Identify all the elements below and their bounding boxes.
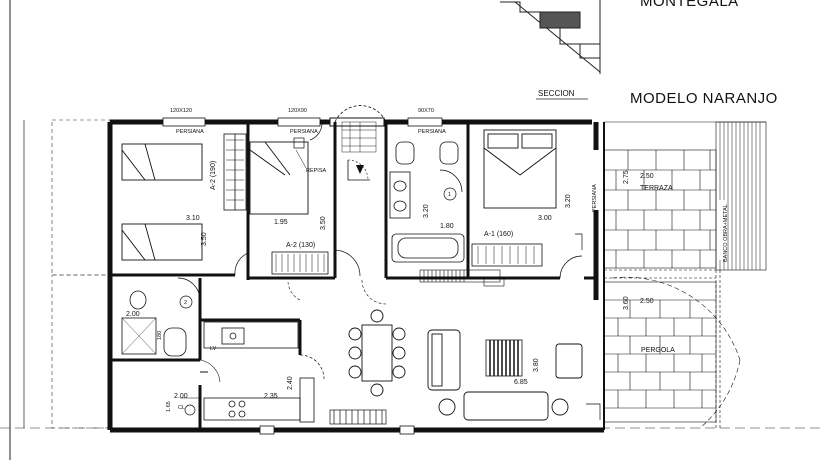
persiana-label-d: PERSIANA (592, 184, 598, 212)
bath-2-height: 180 (157, 331, 163, 340)
dining-table (348, 309, 406, 397)
bed-a2-width: 3.10 (186, 215, 200, 222)
bed-a1-width: 3.00 (538, 215, 552, 222)
repisa-label: REPISA (306, 168, 327, 174)
pergola-height: 3.60 (623, 296, 630, 310)
tv-bench (329, 409, 387, 425)
bench-label: BANCO OBRA+METAL (723, 204, 729, 262)
bed-a1-label: A-1 (160) (484, 231, 513, 238)
bed-a2-130 (249, 141, 309, 215)
bath-2-num: 2 (184, 300, 187, 306)
window-label-c: 90X70 (418, 108, 434, 114)
wardrobe-small (271, 251, 329, 275)
heater-unit (419, 269, 505, 287)
terrace-label: TERRAZA (640, 185, 673, 192)
bath-2-width: 2.00 (126, 311, 140, 318)
kitchen-height: 2.40 (287, 376, 294, 390)
bed-small-height: 3.50 (320, 216, 327, 230)
model-title: MODELO NARANJO (630, 90, 778, 107)
bath-1-width: 1.80 (440, 223, 454, 230)
laundry-height: 1.65 (166, 401, 172, 412)
pergola-width: 2.50 (640, 298, 654, 305)
bed-small-width: 1.95 (274, 219, 288, 226)
persiana-label-a: PERSIANA (176, 129, 204, 135)
sofa-set (427, 329, 583, 421)
living-width: 6.85 (514, 379, 528, 386)
bed-small-label: A-2 (130) (286, 242, 315, 249)
persiana-label-b: PERSIANA (290, 129, 318, 135)
bath-1-num: 1 (448, 192, 451, 198)
laundry-label: LV (210, 346, 217, 352)
terrace-width: 2.50 (640, 173, 654, 180)
right-hatched-strip (604, 121, 767, 271)
stair-section-drawing (500, 0, 601, 74)
window-label-b: 120X90 (288, 108, 307, 114)
outer-walls (107, 119, 604, 433)
bath-2-fixtures (121, 290, 187, 357)
bed-a1-160 (483, 129, 557, 209)
bath-1-fixtures (389, 141, 465, 263)
top-title: MONTEGALA (640, 0, 739, 10)
wardrobe-a2 (223, 133, 247, 211)
rug (485, 339, 523, 377)
kitchen-counter (203, 321, 315, 423)
cl-label: CL (178, 405, 185, 411)
kitchen-width: 2.35 (264, 393, 278, 400)
bed-a2-190 (121, 143, 203, 261)
bed-a2-label: A-2 (190) (210, 161, 217, 190)
pergola-label: PERGOLA (641, 347, 675, 354)
section-label: SECCION (538, 89, 575, 98)
windows (162, 117, 443, 435)
wardrobe-a1 (471, 243, 543, 267)
bed-a1-height: 3.20 (565, 194, 572, 208)
persiana-label-c: PERSIANA (418, 129, 446, 135)
laundry-width: 2.00 (174, 393, 188, 400)
pergola (603, 276, 741, 429)
living-height: 3.80 (533, 358, 540, 372)
window-label-a: 120X120 (170, 108, 192, 114)
terrace (603, 149, 717, 269)
bath-1-height: 3.20 (423, 204, 430, 218)
bed-a2-height: 3.50 (201, 232, 208, 246)
terrace-height: 2.75 (623, 170, 630, 184)
